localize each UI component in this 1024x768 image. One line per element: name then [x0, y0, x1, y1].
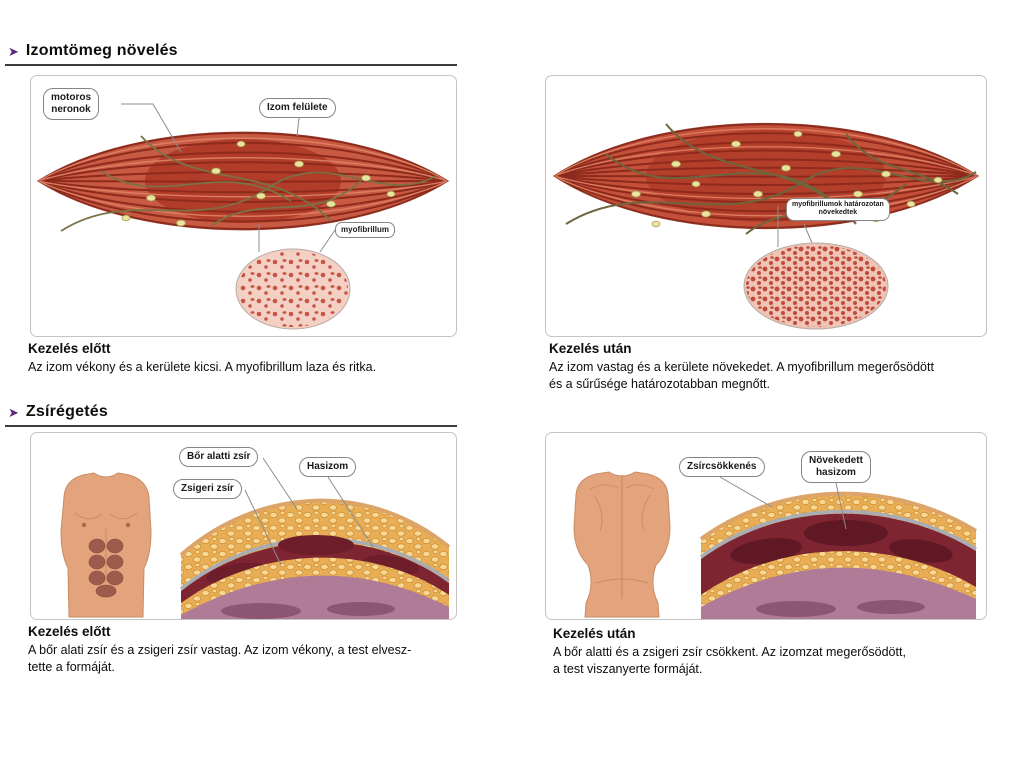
abdomen-cross-section — [699, 491, 978, 619]
nerve-endings — [121, 140, 396, 227]
label-subcutaneous-fat: Bőr alatti zsír — [179, 447, 259, 467]
myofibril-cross-section — [235, 248, 351, 330]
weak-abs — [88, 538, 124, 598]
caption-text: és a sűrűsége határozotabban megnőtt. — [549, 377, 770, 391]
label-line: hasizom — [815, 467, 856, 478]
panel-muscle-after: myofibrillumok határozotan növekedtek — [545, 75, 987, 337]
caption-text: tette a formáját. — [28, 660, 115, 674]
label-line: myofibrillumok határozotan — [792, 201, 884, 208]
arrow-bullet-icon: ➤ — [8, 404, 19, 420]
label-line: növekedtek — [818, 209, 858, 217]
label-line: Növekedett — [809, 455, 863, 466]
caption-muscle-after: Kezelés után Az izom vastag és a kerület… — [549, 341, 1019, 393]
caption-text: A bőr alatti és a zsigeri zsír csökkent.… — [553, 645, 906, 659]
abdomen-cross-section — [179, 498, 451, 619]
panel-muscle-before: motoros neronok Izom felülete myofibrill… — [30, 75, 457, 337]
torso-back — [573, 471, 671, 618]
caption-title: Kezelés előtt — [28, 624, 111, 639]
label-myofibrils-grown: myofibrillumok határozotan növekedtek — [786, 198, 890, 221]
section-header-fat: ➤ Zsírégetés — [8, 403, 108, 421]
fat-after-illustration — [573, 471, 978, 619]
label-fat-reduction: Zsírcsökkenés — [679, 457, 765, 477]
arrow-bullet-icon: ➤ — [8, 43, 19, 59]
label-grown-abs: Növekedett hasizom — [801, 451, 871, 483]
muscle-body — [552, 122, 980, 230]
muscle-body — [36, 131, 450, 231]
section-title-fat: Zsírégetés — [25, 403, 108, 420]
label-abdominal-muscle: Hasizom — [299, 457, 357, 477]
section-header-muscle: ➤ Izomtömeg növelés — [8, 42, 178, 60]
caption-title: Kezelés után — [549, 341, 632, 356]
panel-fat-before: Bőr alatti zsír Zsigeri zsír Hasizom — [30, 432, 457, 620]
nerve-fibers — [60, 135, 437, 232]
callout-connectors — [777, 206, 813, 247]
caption-text: Az izom vastag és a kerülete növekedet. … — [549, 360, 934, 374]
caption-text: a test viszanyerte formáját. — [553, 662, 703, 676]
caption-text: Az izom vékony és a kerülete kicsi. A my… — [28, 360, 377, 374]
label-motor-neurons: motoros neronok — [43, 88, 99, 120]
label-line: motoros — [51, 92, 91, 103]
muscle-after-illustration — [552, 122, 980, 330]
muscle-before-illustration — [36, 103, 450, 330]
caption-muscle-before: Kezelés előtt Az izom vékony és a kerüle… — [28, 341, 498, 376]
fat-before-illustration — [60, 457, 451, 619]
caption-fat-before: Kezelés előtt A bőr alati zsír és a zsig… — [28, 624, 498, 676]
header-underline — [5, 64, 457, 66]
callout-connectors — [719, 476, 847, 530]
label-myofibril: myofibrillum — [335, 222, 396, 238]
myofibril-cross-section — [743, 242, 889, 330]
label-line: neronok — [51, 104, 91, 115]
callout-connectors — [244, 457, 374, 566]
callout-connectors — [121, 103, 336, 253]
panel-fat-after: Zsírcsökkenés Növekedett hasizom — [545, 432, 987, 620]
label-muscle-surface: Izom felülete — [259, 98, 336, 118]
torso-front — [60, 472, 152, 618]
caption-title: Kezelés után — [553, 626, 636, 641]
header-underline — [5, 425, 457, 427]
section-title-muscle: Izomtömeg növelés — [25, 42, 178, 59]
label-visceral-fat: Zsigeri zsír — [173, 479, 242, 499]
caption-text: A bőr alati zsír és a zsigeri zsír vasta… — [28, 643, 412, 657]
caption-fat-after: Kezelés után A bőr alatti és a zsigeri z… — [553, 626, 1023, 678]
caption-title: Kezelés előtt — [28, 341, 111, 356]
